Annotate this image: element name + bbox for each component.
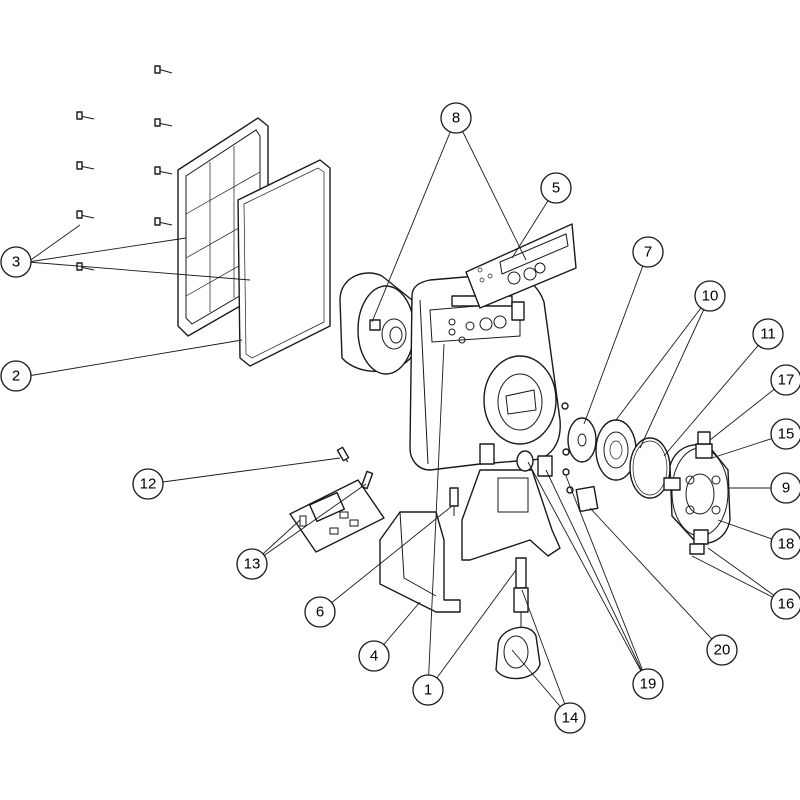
base-stand [379, 469, 561, 613]
svg-text:17: 17 [778, 372, 795, 389]
callout-4: 4 [358, 640, 390, 672]
svg-text:5: 5 [552, 180, 560, 197]
callout-2: 2 [0, 360, 32, 392]
diaphragm [567, 417, 597, 463]
svg-text:7: 7 [644, 244, 652, 261]
callout-6: 6 [304, 596, 336, 628]
callout-10: 10 [694, 280, 726, 312]
svg-text:4: 4 [370, 648, 378, 665]
screw [76, 111, 95, 120]
motor [339, 272, 415, 375]
screw [154, 65, 173, 74]
cable-glands [516, 448, 570, 477]
callout-7: 7 [632, 236, 664, 268]
pin [336, 446, 350, 463]
small-screw [561, 402, 569, 410]
screw [76, 161, 95, 170]
callout-20: 20 [706, 634, 738, 666]
callout-17: 17 [770, 364, 800, 396]
connector-pin [449, 487, 459, 516]
svg-text:8: 8 [452, 110, 460, 127]
power-cable [495, 557, 541, 680]
screws-group [76, 65, 173, 271]
svg-text:12: 12 [140, 476, 157, 493]
callout-13: 13 [236, 548, 268, 580]
front-panel-membrane [465, 223, 577, 309]
leader-lines [27, 117, 787, 719]
circuit-board [289, 470, 385, 553]
svg-text:18: 18 [778, 536, 795, 553]
svg-text:9: 9 [782, 480, 790, 497]
callout-3: 3 [0, 246, 32, 278]
svg-text:11: 11 [760, 326, 776, 343]
callout-14: 14 [554, 702, 586, 734]
svg-text:2: 2 [12, 368, 20, 385]
callout-9: 9 [770, 472, 800, 504]
callout-18: 18 [770, 528, 800, 560]
callout-16: 16 [770, 588, 800, 620]
svg-text:20: 20 [714, 642, 731, 659]
svg-text:19: 19 [640, 676, 657, 693]
screw [76, 210, 95, 219]
callout-15: 15 [770, 418, 800, 450]
screw [154, 166, 173, 175]
svg-text:13: 13 [244, 556, 261, 573]
gasket [237, 159, 331, 367]
svg-text:6: 6 [316, 604, 324, 621]
callout-1: 1 [412, 674, 444, 706]
svg-text:1: 1 [424, 682, 432, 699]
svg-text:16: 16 [778, 596, 795, 613]
svg-text:15: 15 [778, 426, 795, 443]
callout-5: 5 [540, 172, 572, 204]
callout-19: 19 [632, 668, 664, 700]
svg-text:14: 14 [562, 710, 579, 727]
screw [154, 217, 173, 226]
screw [154, 118, 173, 127]
svg-text:10: 10 [702, 288, 719, 305]
pump-head [663, 431, 731, 555]
callouts: 1 2 3 4 5 6 7 8 9 10 11 12 13 14 15 16 1… [0, 102, 800, 734]
connector-plug [566, 485, 599, 513]
svg-text:3: 3 [12, 254, 20, 271]
callout-11: 11 [752, 318, 784, 350]
callout-8: 8 [440, 102, 472, 134]
callout-12: 12 [132, 468, 164, 500]
